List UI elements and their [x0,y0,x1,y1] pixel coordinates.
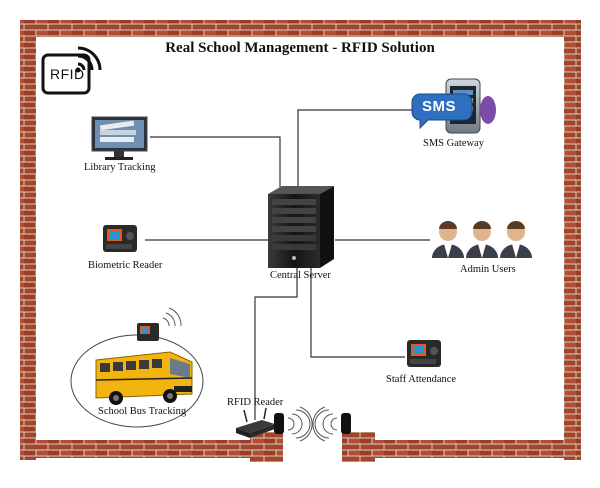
school-bus-icon [70,307,204,428]
admin-users-label: Admin Users [460,264,516,275]
admin-users-icon [432,221,532,258]
brick-wall-frame [20,20,581,462]
sms-badge-text: SMS [422,98,457,115]
rfid-logo-icon [41,46,102,95]
sms-gateway-label: SMS Gateway [423,138,484,149]
biometric-reader-label: Biometric Reader [88,260,163,271]
staff-attendance-label: Staff Attendance [386,374,457,385]
biometric-reader-icon [103,225,137,252]
page-title: Real School Management - RFID Solution [165,40,435,56]
link-server-rfid [254,268,298,420]
link-library-server [150,136,281,187]
school-bus-tracking-label: School Bus Tracking [98,406,187,417]
sms-phone-icon [411,78,496,134]
central-server-label: Central Server [270,270,331,281]
staff-attendance-reader-icon [407,340,441,367]
link-server-staff [310,268,405,358]
library-tracking-label: Library Tracking [84,162,156,173]
rfid-reader-icon [236,406,313,442]
connection-lines [145,109,430,420]
rfid-gate-antenna-icon [312,406,351,442]
library-computer-icon [91,116,148,160]
bus-reader-icon [137,307,182,341]
server-tower-icon [268,186,334,268]
rfid-reader-label: RFID Reader [227,397,284,408]
link-server-sms [297,109,415,186]
rfid-logo-text: RFID [50,66,85,82]
